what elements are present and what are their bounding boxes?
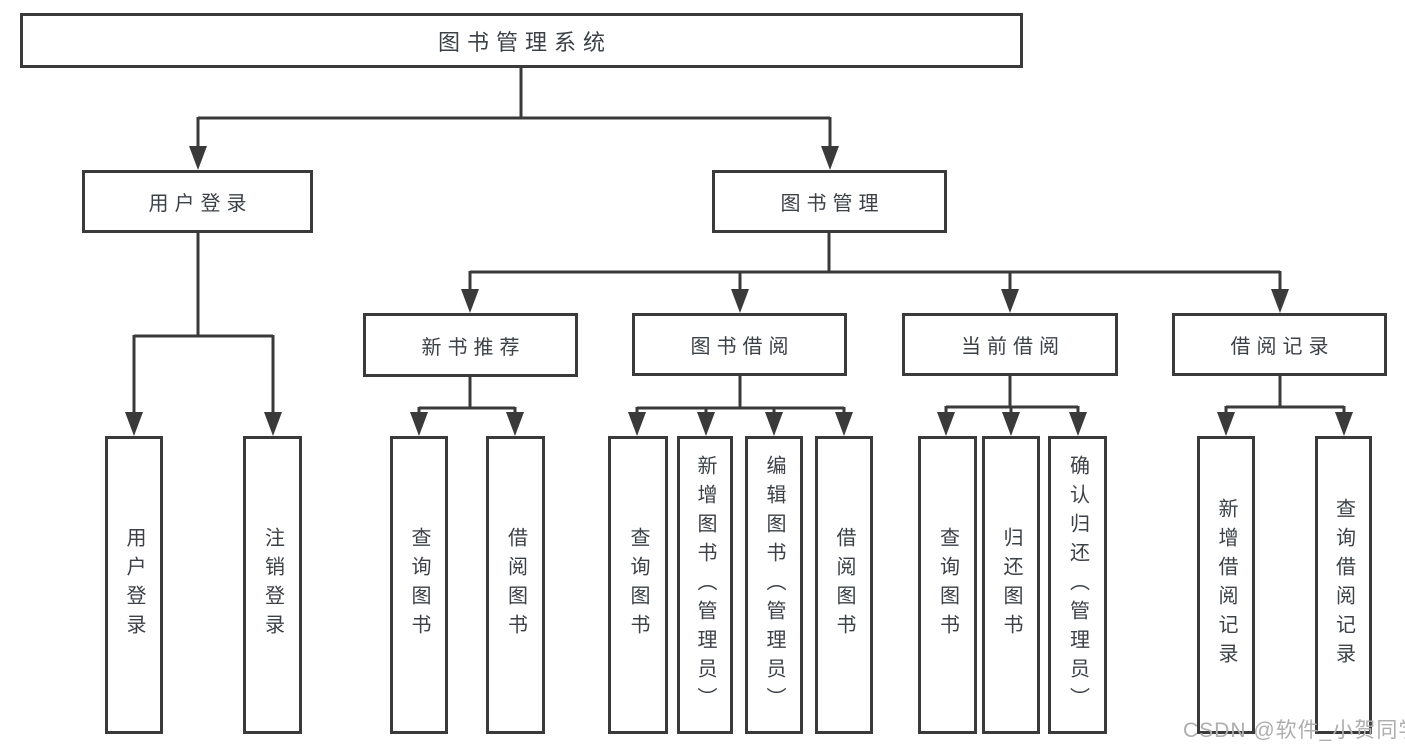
node-current-borrowing: 当前借阅 xyxy=(902,313,1118,376)
node-user-login: 用户登录 xyxy=(82,170,313,233)
leaf-label: 查询借阅记录 xyxy=(1332,498,1355,672)
node-label: 当前借阅 xyxy=(961,336,1065,358)
leaf-edit-book-admin: 编辑图书（管理员） xyxy=(745,436,803,734)
leaf-label: 确认归还（管理员） xyxy=(1066,454,1089,716)
leaf-label: 查询图书 xyxy=(627,527,649,643)
arrowheads xyxy=(125,146,1353,436)
leaf-confirm-return-admin: 确认归还（管理员） xyxy=(1048,436,1107,734)
node-label: 图书管理系统 xyxy=(437,29,612,55)
leaf-logout: 注销登录 xyxy=(243,436,302,734)
leaf-return-books: 归还图书 xyxy=(982,436,1040,734)
arrowhead-icon xyxy=(1002,412,1020,436)
node-label: 借阅记录 xyxy=(1230,336,1335,358)
leaf-add-book-admin: 新增图书（管理员） xyxy=(677,436,733,734)
arrowhead-icon xyxy=(461,289,479,313)
arrowhead-icon xyxy=(1271,289,1289,313)
arrowhead-icon xyxy=(835,412,853,436)
arrowhead-icon xyxy=(937,412,955,436)
node-label: 图书管理 xyxy=(780,193,885,215)
leaf-query-books-recommend: 查询图书 xyxy=(390,436,448,734)
leaf-borrow-books-borrowing: 借阅图书 xyxy=(815,436,873,734)
node-label: 用户登录 xyxy=(148,193,253,215)
arrowhead-icon xyxy=(1335,412,1353,436)
arrowhead-icon xyxy=(1069,412,1087,436)
arrowhead-icon xyxy=(189,146,207,170)
node-label: 图书借阅 xyxy=(690,336,795,358)
csdn-watermark: CSDN @软件_小贺同学 xyxy=(1183,719,1405,742)
arrowhead-icon xyxy=(1001,289,1019,313)
node-borrowing-records: 借阅记录 xyxy=(1172,313,1387,376)
node-book-management: 图书管理 xyxy=(712,170,947,233)
node-library-management-system: 图书管理系统 xyxy=(20,13,1023,68)
arrowhead-icon xyxy=(1217,412,1235,436)
arrowhead-icon xyxy=(264,412,282,436)
leaf-label: 编辑图书（管理员） xyxy=(763,454,785,716)
leaf-label: 归还图书 xyxy=(1000,527,1022,643)
node-label: 新书推荐 xyxy=(421,336,526,359)
leaf-label: 借阅图书 xyxy=(504,527,527,643)
leaf-borrow-books-recommend: 借阅图书 xyxy=(486,436,545,734)
arrowhead-icon xyxy=(821,146,839,170)
arrowhead-icon xyxy=(765,412,783,436)
tree-edges xyxy=(132,68,1346,416)
leaf-label: 新增图书（管理员） xyxy=(694,454,716,716)
node-new-book-recommendation: 新书推荐 xyxy=(363,313,578,377)
arrowhead-icon xyxy=(731,289,749,313)
node-book-borrowing: 图书借阅 xyxy=(632,313,847,376)
arrowhead-icon xyxy=(506,412,524,436)
leaf-label: 注销登录 xyxy=(261,527,284,643)
arrowhead-icon xyxy=(410,412,428,436)
arrowhead-icon xyxy=(125,412,143,436)
leaf-label: 查询图书 xyxy=(936,527,959,643)
leaf-label: 新增借阅记录 xyxy=(1215,498,1237,672)
leaf-query-borrow-record: 查询借阅记录 xyxy=(1315,436,1372,734)
leaf-query-books-borrowing: 查询图书 xyxy=(608,436,668,734)
leaf-label: 查询图书 xyxy=(408,527,430,643)
arrowhead-icon xyxy=(628,412,646,436)
leaf-label: 用户登录 xyxy=(123,527,145,643)
leaf-user-login: 用户登录 xyxy=(105,436,163,734)
leaf-query-books-current: 查询图书 xyxy=(918,436,977,734)
leaf-add-borrow-record: 新增借阅记录 xyxy=(1197,436,1255,734)
leaf-label: 借阅图书 xyxy=(833,527,855,643)
arrowhead-icon xyxy=(697,412,715,436)
